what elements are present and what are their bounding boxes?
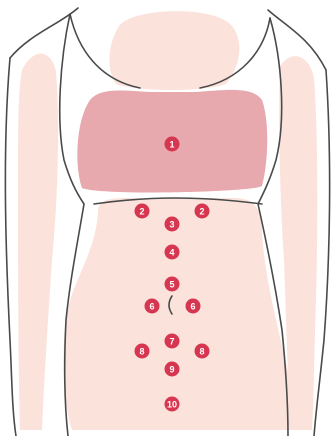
abdomen-shading [63, 198, 298, 430]
marker-label: 2 [139, 207, 144, 217]
marker-9: 9 [165, 362, 180, 377]
marker-6-left: 6 [145, 299, 160, 314]
marker-label: 6 [190, 302, 195, 312]
marker-label: 2 [199, 207, 204, 217]
marker-8-right: 8 [195, 344, 210, 359]
marker-10: 10 [165, 397, 180, 412]
left-shoulder-outline [10, 8, 78, 58]
marker-8-left: 8 [135, 344, 150, 359]
marker-6-right: 6 [186, 299, 201, 314]
marker-label: 4 [169, 248, 174, 258]
marker-label: 8 [199, 347, 204, 357]
marker-2-left: 2 [135, 204, 150, 219]
marker-label: 10 [167, 400, 177, 410]
left-arm-shading [18, 54, 58, 430]
left-side-outline [5, 58, 16, 436]
marker-label: 3 [169, 220, 174, 230]
marker-5: 5 [165, 277, 180, 292]
marker-label: 9 [169, 365, 174, 375]
marker-1: 1 [165, 137, 180, 152]
marker-label: 6 [149, 302, 154, 312]
marker-3: 3 [165, 217, 180, 232]
marker-4: 4 [165, 245, 180, 260]
marker-2-right: 2 [195, 204, 210, 219]
neck-shading [109, 11, 239, 90]
marker-label: 8 [139, 347, 144, 357]
marker-label: 7 [169, 337, 174, 347]
marker-7: 7 [165, 334, 180, 349]
marker-label: 1 [169, 140, 174, 150]
marker-label: 5 [169, 280, 174, 290]
